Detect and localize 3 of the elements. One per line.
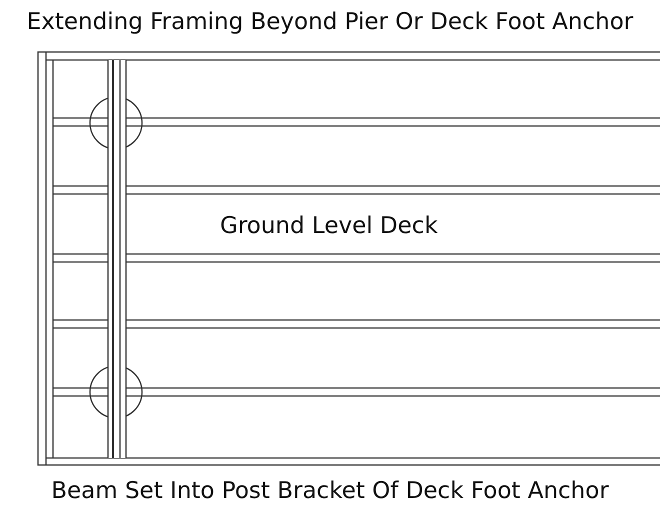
diagram-caption: Beam Set Into Post Bracket Of Deck Foot Anchor [50, 477, 610, 505]
deck-label: Ground Level Deck [220, 212, 438, 240]
diagram-title: Extending Framing Beyond Pier Or Deck Foot Anchor [26, 8, 634, 36]
